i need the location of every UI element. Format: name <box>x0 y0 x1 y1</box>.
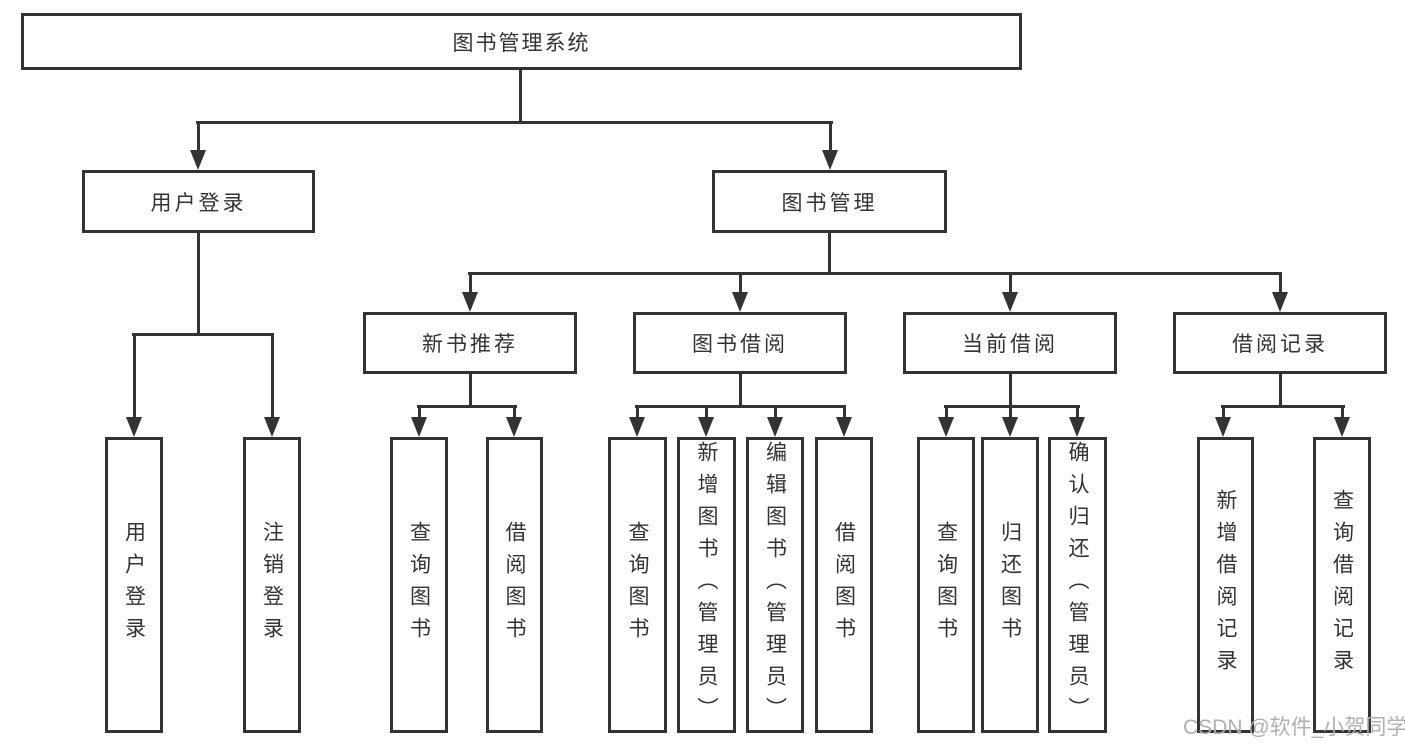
arrow-down-icon <box>767 417 783 437</box>
arrow-down-icon <box>506 417 522 437</box>
arrow-down-icon <box>1002 417 1018 437</box>
connector-line <box>945 405 948 419</box>
connector-line <box>829 121 832 152</box>
leaf-borrow-books-recommend: 借阅图书 <box>486 437 543 733</box>
leaf-return-books-label: 归还图书 <box>998 521 1022 649</box>
arrow-down-icon <box>1002 292 1018 312</box>
connector-line <box>1009 405 1012 419</box>
connector-line <box>197 121 200 152</box>
leaf-query-books-borrow-label: 查询图书 <box>626 521 650 649</box>
node-user-login: 用户登录 <box>82 170 315 233</box>
arrow-down-icon <box>698 417 714 437</box>
connector-line <box>418 405 421 419</box>
node-current-borrow: 当前借阅 <box>903 312 1117 374</box>
leaf-query-books-recommend-label: 查询图书 <box>407 521 431 649</box>
connector-line <box>133 333 136 419</box>
node-user-login-label: 用户登录 <box>150 191 247 215</box>
connector-line <box>1222 405 1225 419</box>
leaf-borrow-books-recommend-label: 借阅图书 <box>503 521 527 649</box>
leaf-logout-login: 注销登录 <box>243 437 301 733</box>
connector-line <box>469 374 472 408</box>
arrow-down-icon <box>126 417 142 437</box>
leaf-query-books-borrow: 查询图书 <box>608 437 667 733</box>
arrow-down-icon <box>822 150 838 170</box>
leaf-logout-login-label: 注销登录 <box>260 521 284 649</box>
connector-line <box>1341 405 1344 419</box>
connector-line <box>197 233 200 336</box>
node-new-book-recommend: 新书推荐 <box>363 312 577 374</box>
leaf-confirm-return-admin-label: 确认归还（管理员） <box>1066 441 1090 729</box>
leaf-edit-books-admin-label: 编辑图书（管理员） <box>763 441 787 729</box>
connector-line <box>469 272 472 294</box>
arrow-down-icon <box>1069 417 1085 437</box>
connector-line <box>1076 405 1079 419</box>
arrow-down-icon <box>190 150 206 170</box>
leaf-query-books-recommend: 查询图书 <box>390 437 448 733</box>
connector-line <box>705 405 708 419</box>
arrow-down-icon <box>836 417 852 437</box>
node-book-management-label: 图书管理 <box>781 191 878 215</box>
connector-line <box>1279 374 1282 408</box>
node-borrow-records: 借阅记录 <box>1173 312 1387 374</box>
connector-line <box>1279 272 1282 294</box>
leaf-borrow-books-borrow: 借阅图书 <box>815 437 873 733</box>
connector-line <box>196 121 833 124</box>
leaf-confirm-return-admin: 确认归还（管理员） <box>1048 437 1107 733</box>
connector-line <box>739 374 742 408</box>
leaf-add-books-admin-label: 新增图书（管理员） <box>695 441 719 729</box>
arrow-down-icon <box>1334 417 1350 437</box>
leaf-add-books-admin: 新增图书（管理员） <box>677 437 736 733</box>
arrow-down-icon <box>629 417 645 437</box>
connector-line <box>132 333 274 336</box>
connector-line <box>513 405 516 419</box>
arrow-down-icon <box>411 417 427 437</box>
leaf-query-books-current-label: 查询图书 <box>934 521 958 649</box>
connector-line <box>468 272 1282 275</box>
node-book-management: 图书管理 <box>712 170 947 233</box>
leaf-query-borrow-record-label: 查询借阅记录 <box>1330 489 1354 681</box>
connector-line <box>944 405 1080 408</box>
node-book-borrow: 图书借阅 <box>633 312 847 374</box>
leaf-add-borrow-record-label: 新增借阅记录 <box>1214 489 1238 681</box>
connector-line <box>1221 405 1345 408</box>
leaf-return-books: 归还图书 <box>981 437 1039 733</box>
leaf-borrow-books-borrow-label: 借阅图书 <box>832 521 856 649</box>
connector-line <box>519 70 522 124</box>
connector-line <box>1009 272 1012 294</box>
arrow-down-icon <box>462 292 478 312</box>
connector-line <box>271 333 274 419</box>
node-borrow-records-label: 借阅记录 <box>1232 333 1328 356</box>
connector-line <box>1009 374 1012 408</box>
arrow-down-icon <box>732 292 748 312</box>
arrow-down-icon <box>1215 417 1231 437</box>
node-book-borrow-label: 图书借阅 <box>692 333 788 356</box>
node-current-borrow-label: 当前借阅 <box>962 333 1058 356</box>
leaf-query-borrow-record: 查询借阅记录 <box>1313 437 1371 733</box>
csdn-watermark: CSDN @软件_小贺同学 <box>1183 716 1405 739</box>
arrow-down-icon <box>938 417 954 437</box>
connector-line <box>774 405 777 419</box>
leaf-user-login-label: 用户登录 <box>122 521 146 649</box>
connector-line <box>828 233 831 275</box>
connector-line <box>636 405 639 419</box>
connector-line <box>635 405 846 408</box>
leaf-edit-books-admin: 编辑图书（管理员） <box>746 437 804 733</box>
connector-line <box>843 405 846 419</box>
leaf-add-borrow-record: 新增借阅记录 <box>1197 437 1254 733</box>
leaf-query-books-current: 查询图书 <box>917 437 975 733</box>
node-library-system: 图书管理系统 <box>21 13 1022 70</box>
node-library-system-label: 图书管理系统 <box>452 31 591 55</box>
connector-line <box>739 272 742 294</box>
arrow-down-icon <box>1272 292 1288 312</box>
leaf-user-login: 用户登录 <box>105 437 163 733</box>
node-new-book-recommend-label: 新书推荐 <box>422 333 518 356</box>
connector-line <box>417 405 517 408</box>
arrow-down-icon <box>264 417 280 437</box>
